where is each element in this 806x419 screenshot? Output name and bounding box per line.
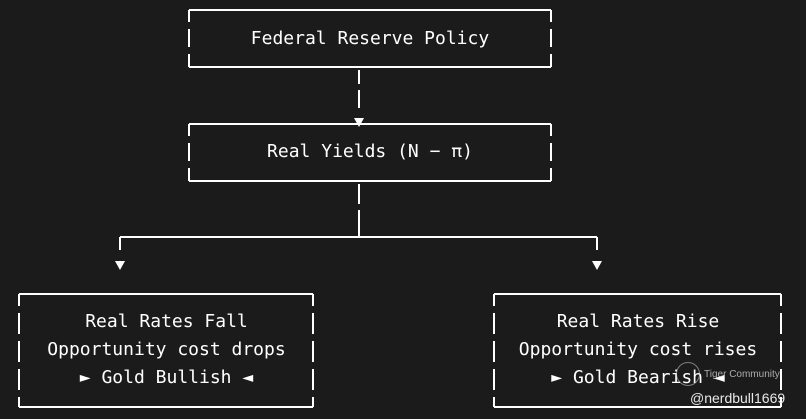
- arrowhead-to-right: [592, 261, 602, 270]
- tiger-logo-icon: [676, 362, 700, 386]
- author-handle: @nerdbull1669: [690, 390, 786, 406]
- box-real-yields-border: [188, 123, 552, 182]
- rates-rise-opportunity-cost: Opportunity cost rises: [518, 339, 758, 360]
- arrowhead-to-left: [115, 261, 125, 270]
- watermark-brand: Tiger Community: [704, 368, 780, 380]
- federal-reserve-policy-label: Federal Reserve Policy: [250, 28, 490, 49]
- gold-bullish-label: ► Gold Bullish ◄: [79, 367, 254, 388]
- tiger-community-watermark: Tiger Community: [676, 362, 780, 386]
- box-rates-rise-border: [493, 293, 782, 408]
- box-federal-reserve-border: [188, 9, 552, 68]
- rates-rise-title: Real Rates Rise: [556, 311, 720, 332]
- arrowhead-to-middle: [354, 118, 364, 127]
- rates-fall-box-text: Real Rates Fall Opportunity cost drops ►…: [20, 308, 313, 392]
- box-rates-fall-border: [18, 293, 314, 408]
- real-yields-label: Real Yields (N − π): [267, 141, 473, 162]
- rates-fall-opportunity-cost: Opportunity cost drops: [47, 339, 286, 360]
- connector-middle-to-split: [119, 184, 598, 250]
- rates-fall-title: Real Rates Fall: [85, 311, 248, 332]
